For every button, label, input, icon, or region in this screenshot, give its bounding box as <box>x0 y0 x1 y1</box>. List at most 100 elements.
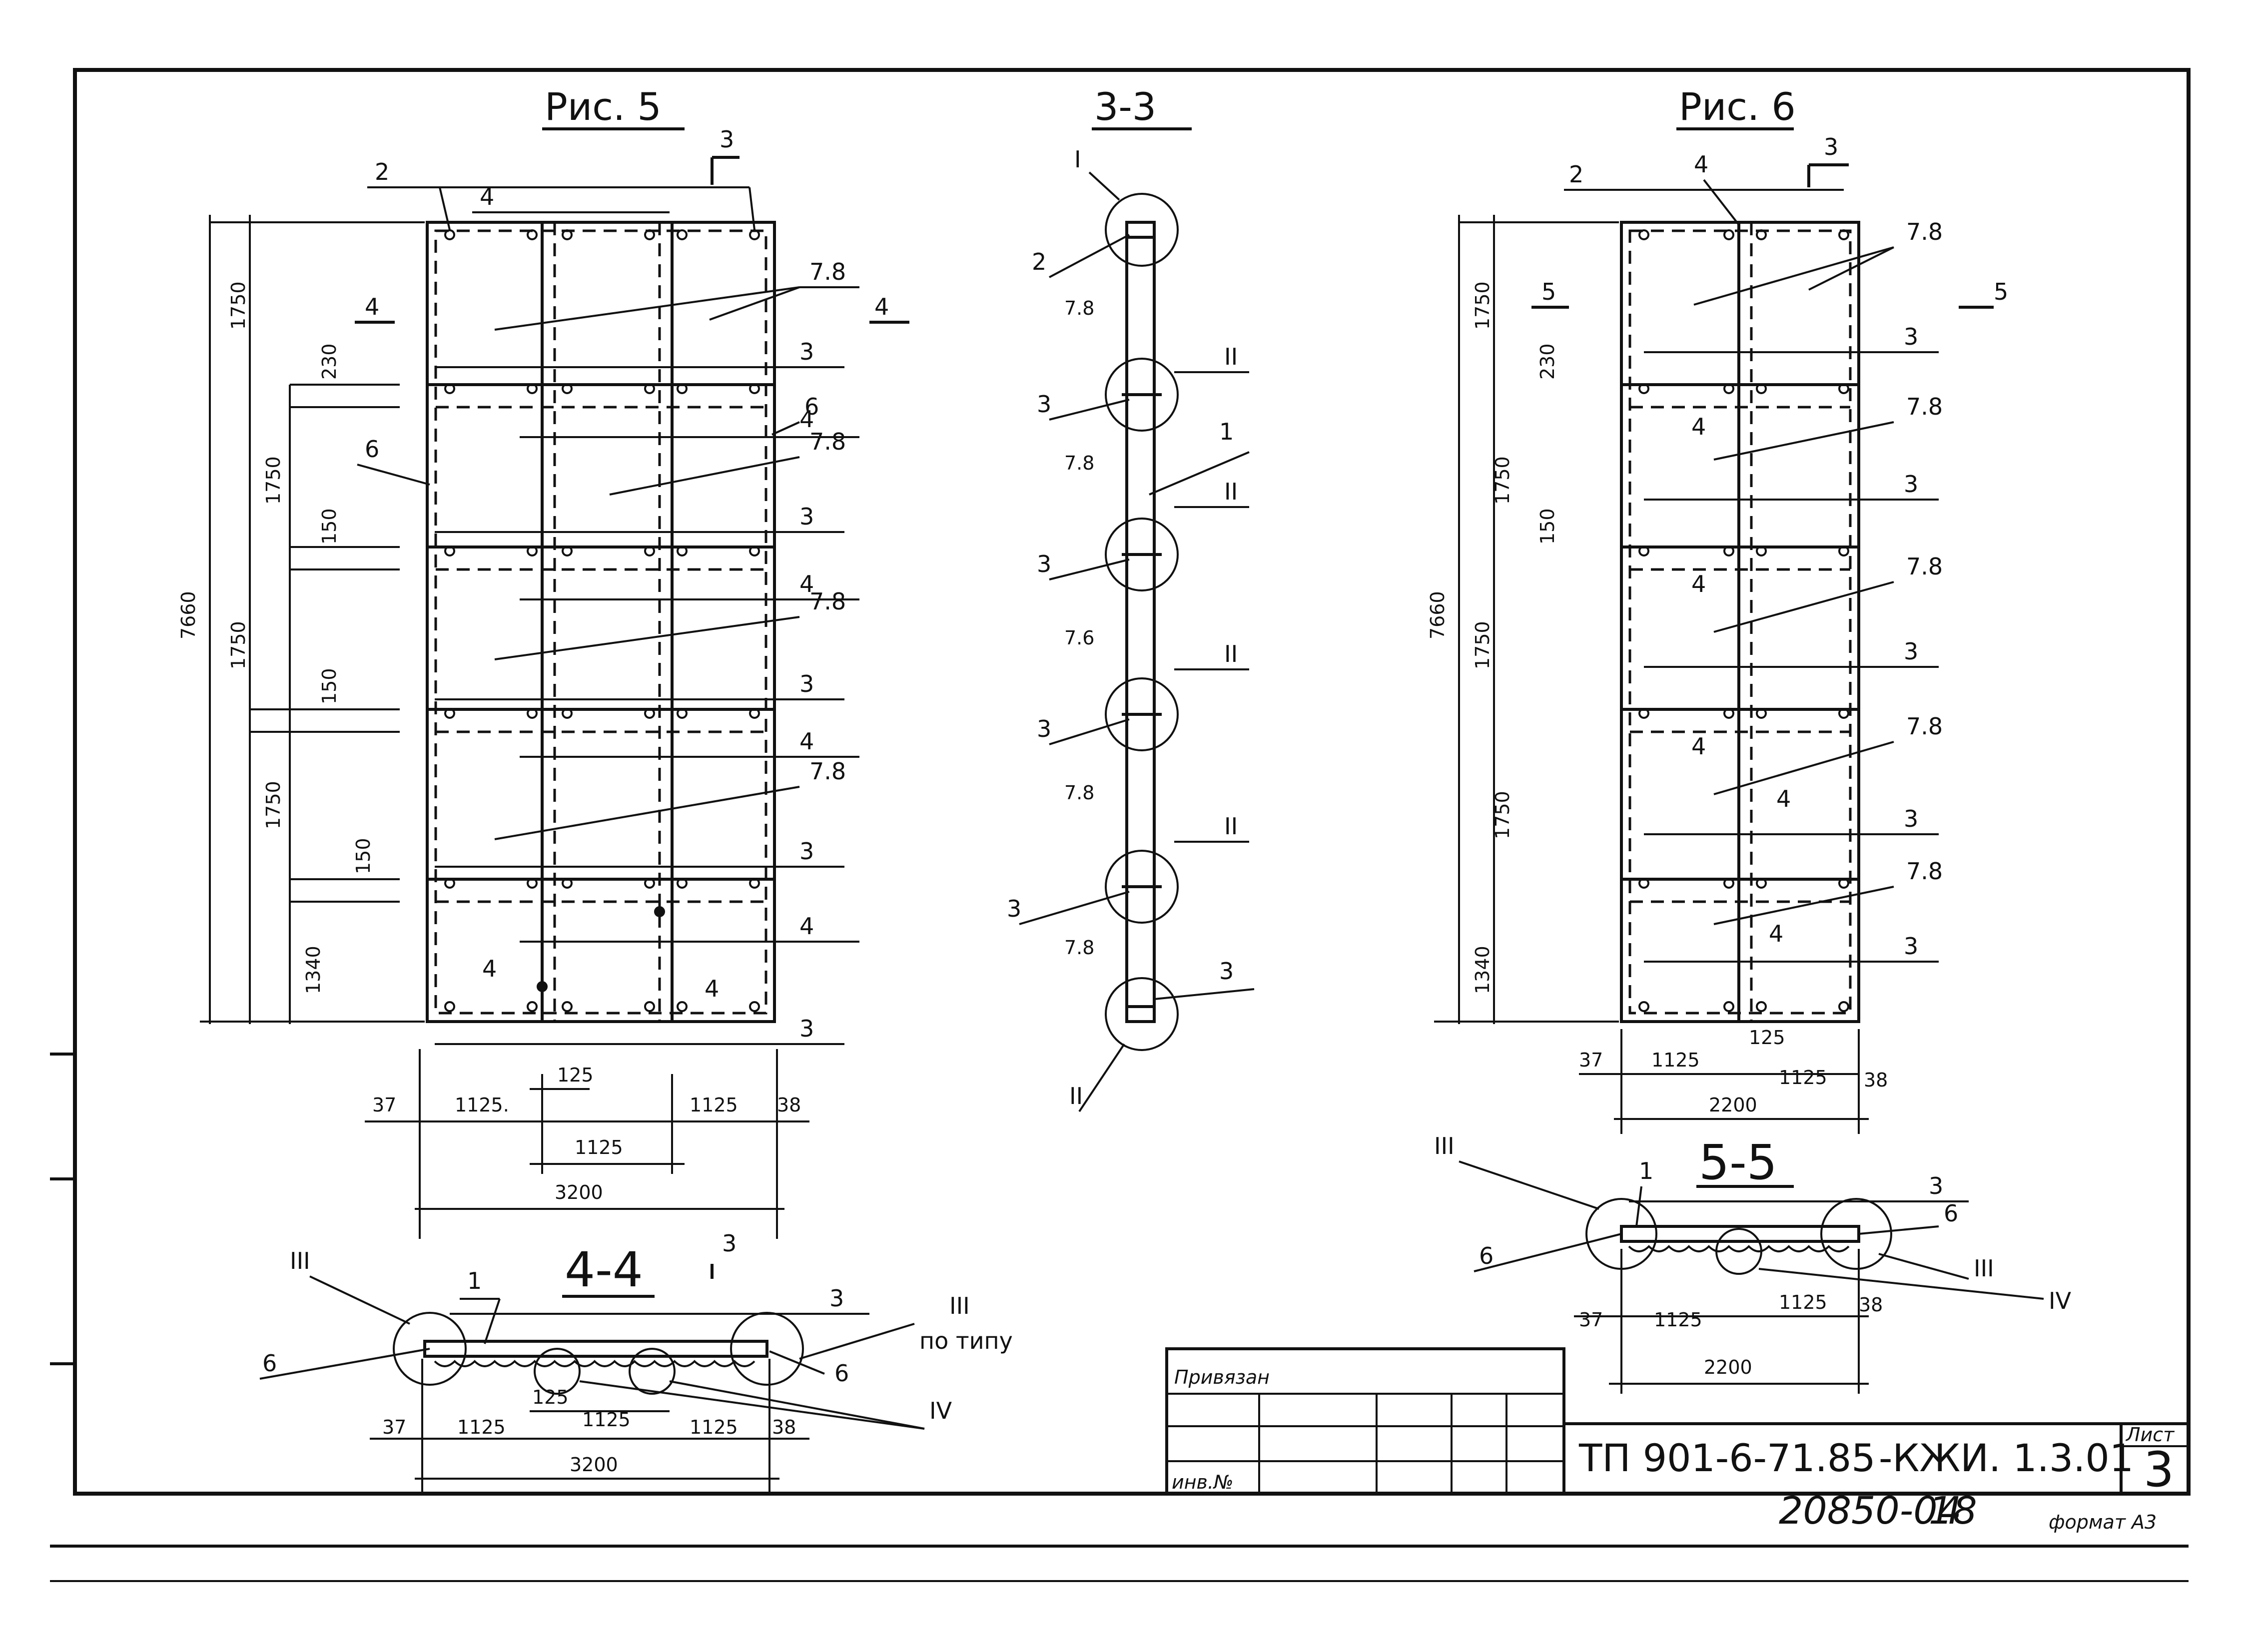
leader <box>1878 1253 1969 1280</box>
section-4-4: 4-4 3 III III по типу IV 1 3 6 6 125 112… <box>259 1230 1013 1494</box>
section33-label: 7.8 <box>1064 782 1094 804</box>
fig6-anchors <box>1638 229 1849 1012</box>
fig5-callout-4: 4 <box>799 728 814 755</box>
section44-callout-6: 6 <box>834 1360 849 1387</box>
section55-callout-6: 6 <box>1944 1200 1958 1227</box>
fig5-callout-2: 2 <box>375 158 389 185</box>
section44-roman-iv: IV <box>929 1397 952 1424</box>
leader <box>1049 399 1130 421</box>
node-circle <box>1715 1228 1762 1275</box>
leader <box>1154 988 1255 1000</box>
section44-roman: III <box>290 1247 310 1274</box>
leader <box>579 1380 925 1430</box>
leader <box>1635 1186 1642 1227</box>
fig6-callout-4: 4 <box>1691 570 1706 597</box>
fig6-dim-total: 7660 <box>1427 591 1449 639</box>
section55-roman: III <box>1974 1255 1994 1282</box>
fig5-dim-v: 1750 <box>262 781 284 829</box>
fig5-dim-3200: 3200 <box>555 1181 603 1203</box>
section33-node: II <box>1224 640 1238 667</box>
fig5-callout-7.8: 7.8 <box>809 428 846 455</box>
fig5-dim-38: 38 <box>777 1094 801 1116</box>
section44-dim: 3200 <box>570 1454 618 1476</box>
stamp-bottom-code: 20850-04 <box>1779 1488 1962 1533</box>
stamp-doc-suffix: -КЖИ. 1.3.01 <box>1879 1436 2134 1480</box>
node-circle <box>1105 977 1179 1051</box>
leader <box>494 786 800 840</box>
section55-dim: 2200 <box>1704 1356 1752 1378</box>
fig5-callout-3: 3 <box>799 670 814 697</box>
section55-title: 5-5 <box>1699 1134 1777 1190</box>
fig5-callout-7.8: 7.8 <box>809 258 846 285</box>
fig6-dim-v: 1750 <box>1492 791 1513 839</box>
section44-dim: 125 <box>532 1386 569 1408</box>
fig6-callout-3: 3 <box>1904 471 1918 498</box>
fig5-callout-3: 3 <box>799 338 814 365</box>
fig5-dim-v: 150 <box>352 838 374 874</box>
fig5-section-mark: 3 <box>720 126 734 153</box>
fig6-dim-v: 1750 <box>1472 281 1494 330</box>
node-circle <box>534 1348 581 1395</box>
leader <box>484 1298 501 1344</box>
leader <box>1049 234 1130 278</box>
section55-dim: 37 <box>1579 1309 1603 1331</box>
section44-roman: III <box>949 1292 970 1319</box>
section-5-5: 5-5 III III IV 1 3 6 6 37 1125 1125 38 2… <box>1434 1132 2072 1394</box>
sheet-frame <box>73 68 2191 1496</box>
fig6-dim-38: 38 <box>1864 1069 1888 1091</box>
fig5-callout-4: 4 <box>799 570 814 597</box>
fig6-callout-7.8: 7.8 <box>1906 858 1943 885</box>
fig6-dim-v: 1340 <box>1472 946 1494 994</box>
fig6-callout-3: 3 <box>1904 933 1918 960</box>
leader <box>771 421 800 436</box>
leader <box>1019 891 1130 925</box>
leader <box>1713 741 1894 795</box>
leader <box>799 1323 915 1360</box>
leader <box>439 187 451 230</box>
section33-label: 2 <box>1032 248 1046 275</box>
leader <box>494 286 800 331</box>
stamp-format: формат А3 <box>2049 1511 2157 1533</box>
section55-callout-3: 3 <box>1929 1172 1943 1199</box>
fig6-dim-2200: 2200 <box>1709 1094 1757 1116</box>
leader <box>1474 1233 1622 1272</box>
fig6-dim-1125: 1125 <box>1779 1067 1827 1089</box>
figure-6: Рис. 6 3 2 4 7.8 7.8 <box>1427 84 2008 1134</box>
fig5-callout-4: 4 <box>482 955 497 982</box>
leader <box>1459 1160 1599 1210</box>
fig6-dim-v: 150 <box>1536 508 1558 545</box>
section33-node: II <box>1224 813 1238 840</box>
stamp-list-no: 3 <box>2144 1442 2174 1498</box>
section33-node: II <box>1224 478 1238 505</box>
fig6-dim-37: 37 <box>1579 1049 1603 1071</box>
section33-profile <box>1125 221 1156 1023</box>
fig6-callout-4: 4 <box>1694 151 1708 178</box>
leader <box>357 464 430 486</box>
stamp-bottom-no: 18 <box>1929 1488 1977 1533</box>
fig5-callout-4: 4 <box>799 913 814 940</box>
leader <box>609 456 800 496</box>
fig5-panel-inner <box>434 229 767 1015</box>
leader <box>1758 1268 2044 1300</box>
leader <box>709 286 800 321</box>
fig5-dim-total: 7660 <box>177 591 199 639</box>
node-circle <box>1105 677 1179 751</box>
fig6-callout-2: 2 <box>1569 161 1583 188</box>
section-3-3: 3-3 I II II II II II 2 7.8 3 7.8 1 <box>1007 84 1255 1112</box>
fig5-callout-6: 6 <box>804 393 819 420</box>
section44-mark: 3 <box>722 1230 737 1257</box>
leader <box>769 1350 825 1375</box>
leader <box>1149 451 1250 496</box>
section33-label: 7.8 <box>1064 937 1094 959</box>
node-circle <box>393 1312 467 1386</box>
section33-label: 3 <box>1037 551 1051 577</box>
section33-label: 3 <box>1037 391 1051 418</box>
fig6-dim-1125: 1125 <box>1651 1049 1700 1071</box>
node-circle <box>1105 850 1179 924</box>
fig5-section-4: 4 <box>874 293 889 320</box>
section44-po-tipu: по типу <box>919 1327 1013 1354</box>
fig6-callout-3: 3 <box>1904 805 1918 832</box>
stamp-list-label: Лист <box>2125 1424 2175 1446</box>
leader <box>1713 886 1894 925</box>
